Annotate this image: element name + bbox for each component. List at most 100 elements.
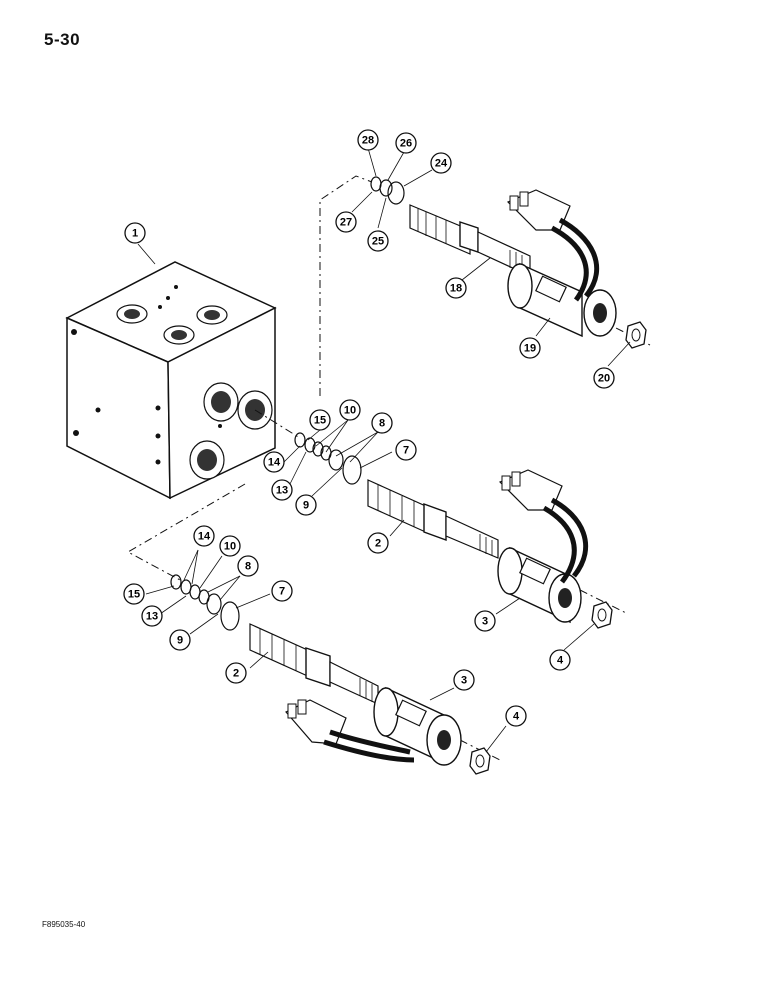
callout-15: 15: [123, 583, 145, 605]
callout-label: 10: [344, 405, 356, 417]
callout-label: 14: [268, 457, 281, 469]
callout-label: 7: [403, 445, 409, 457]
callout-24: 24: [430, 152, 452, 174]
callout-circle: [123, 583, 145, 605]
callout-label: 3: [461, 675, 467, 687]
callout-8: 8: [237, 555, 259, 577]
upper-cartridge-valve: [370, 176, 531, 277]
callout-label: 3: [482, 616, 488, 628]
callout-label: 2: [233, 668, 239, 680]
callout-label: 4: [557, 655, 564, 667]
callout-2: 2: [367, 532, 389, 554]
callout-label: 27: [340, 217, 352, 229]
callout-label: 26: [400, 138, 412, 150]
callout-circle: [309, 409, 331, 431]
callout-circle: [474, 610, 496, 632]
callout-label: 8: [245, 561, 251, 573]
callout-label: 13: [146, 611, 158, 623]
callout-18: 18: [445, 277, 467, 299]
callout-10: 10: [219, 535, 241, 557]
callout-28: 28: [357, 129, 379, 151]
callout-circle: [193, 525, 215, 547]
callout-label: 7: [279, 586, 285, 598]
callout-25: 25: [367, 230, 389, 252]
callout-circle: [519, 337, 541, 359]
callout-circle: [141, 605, 163, 627]
callout-circle: [335, 211, 357, 233]
callout-15: 15: [309, 409, 331, 431]
callout-7: 7: [271, 580, 293, 602]
callout-circle: [357, 129, 379, 151]
callout-label: 19: [524, 343, 536, 355]
lower-connector: [285, 699, 415, 763]
callout-circle: [395, 439, 417, 461]
middle-connector: [498, 469, 589, 584]
callout-26: 26: [395, 132, 417, 154]
callout-label: 13: [276, 485, 288, 497]
callout-circle: [263, 451, 285, 473]
callout-label: 20: [598, 373, 610, 385]
callout-circle: [430, 152, 452, 174]
callout-label: 9: [303, 500, 309, 512]
callout-circle: [124, 222, 146, 244]
valve-block: [65, 261, 277, 500]
lower-nut: [469, 747, 491, 775]
callout-circle: [549, 649, 571, 671]
callout-label: 14: [198, 531, 211, 543]
callout-19: 19: [519, 337, 541, 359]
callout-circle: [593, 367, 615, 389]
callout-9: 9: [295, 494, 317, 516]
callout-9: 9: [169, 629, 191, 651]
upper-nut: [625, 321, 647, 349]
middle-nut: [591, 601, 613, 629]
callout-circle: [395, 132, 417, 154]
callout-circle: [371, 412, 393, 434]
page-number: 5-30: [44, 30, 81, 49]
callout-2: 2: [225, 662, 247, 684]
middle-cartridge-valve: [294, 432, 499, 559]
callout-circle: [271, 479, 293, 501]
callout-label: 15: [314, 415, 326, 427]
callout-circle: [169, 629, 191, 651]
callout-circle: [237, 555, 259, 577]
callout-label: 9: [177, 635, 183, 647]
callout-label: 8: [379, 418, 385, 430]
lower-cartridge-valve: [170, 574, 379, 705]
callout-label: 2: [375, 538, 381, 550]
callout-13: 13: [141, 605, 163, 627]
middle-solenoid-coil: [497, 546, 582, 624]
callout-1: 1: [124, 222, 146, 244]
leader-lines: [137, 147, 631, 753]
callout-27: 27: [335, 211, 357, 233]
callout-4: 4: [549, 649, 571, 671]
callout-label: 25: [372, 236, 384, 248]
callout-label: 10: [224, 541, 236, 553]
callout-circle: [219, 535, 241, 557]
upper-connector: [506, 189, 600, 302]
callout-circle: [271, 580, 293, 602]
callout-circle: [367, 532, 389, 554]
callout-circle: [367, 230, 389, 252]
callout-label: 1: [132, 228, 138, 240]
callout-label: 24: [435, 158, 448, 170]
lower-solenoid-coil: [373, 686, 462, 766]
callout-label: 28: [362, 135, 374, 147]
figure-code: F895035-40: [42, 920, 86, 929]
callout-13: 13: [271, 479, 293, 501]
callout-label: 15: [128, 589, 140, 601]
callout-14: 14: [193, 525, 215, 547]
callout-label: 18: [450, 283, 462, 295]
callout-circle: [339, 399, 361, 421]
callout-circle: [295, 494, 317, 516]
callout-circle: [505, 705, 527, 727]
callout-3: 3: [453, 669, 475, 691]
upper-solenoid-coil: [507, 262, 617, 338]
callout-label: 4: [513, 711, 520, 723]
callout-circle: [445, 277, 467, 299]
callout-4: 4: [505, 705, 527, 727]
callout-circle: [453, 669, 475, 691]
callout-20: 20: [593, 367, 615, 389]
callout-10: 10: [339, 399, 361, 421]
